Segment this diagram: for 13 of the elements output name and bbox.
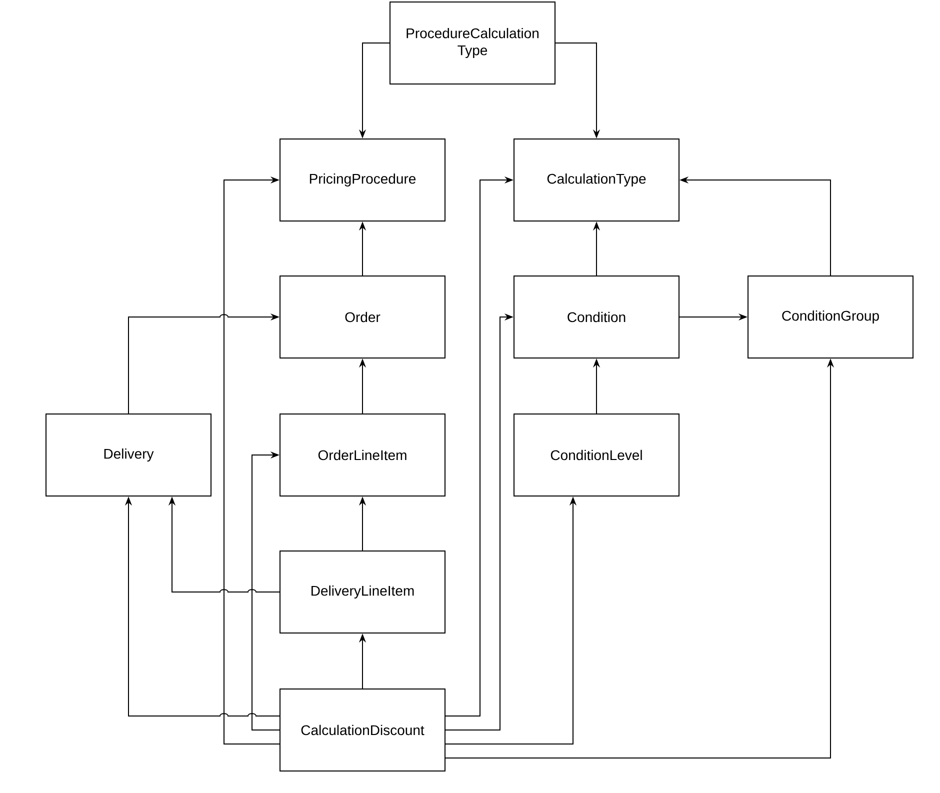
arrow — [224, 176, 280, 744]
entity-box: CalculationDiscount — [280, 688, 446, 772]
entity-box: Delivery — [46, 414, 212, 496]
entity-box: ConditionLevel — [514, 414, 680, 496]
entity-box: Order — [280, 276, 446, 358]
entity-box: OrderLineItem — [280, 414, 446, 496]
arrow — [252, 451, 280, 730]
entity-box: PricingProcedure — [280, 138, 446, 222]
entity-box: ConditionGroup — [748, 276, 914, 358]
entity-box: CalculationType — [514, 138, 680, 222]
entity-box: ProcedureCalculation Type — [390, 2, 556, 84]
entity-box: DeliveryLineItem — [280, 550, 446, 634]
entity-box: Condition — [514, 276, 680, 358]
